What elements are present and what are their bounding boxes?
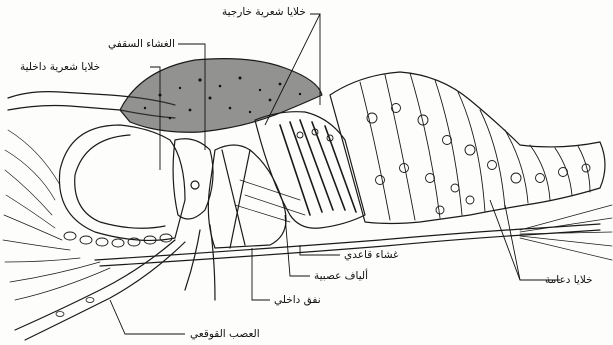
label-auditory-nerve: العصب القوقعي xyxy=(190,328,260,340)
left-fiber-striations xyxy=(3,130,110,300)
label-tectorial-membrane: الغشاء السقفي xyxy=(108,38,175,50)
outer-hair-cell-stripes xyxy=(280,120,356,215)
outer-hair-cells-region xyxy=(255,112,365,229)
label-basilar-membrane: غشاء قاعدي xyxy=(344,249,399,261)
label-inner-tunnel: نفق داخلي xyxy=(274,294,321,306)
floor-cells xyxy=(64,232,172,247)
inner-hair-cell xyxy=(173,139,213,219)
leader-lines xyxy=(110,14,560,334)
leader-supporting-cells xyxy=(490,200,560,280)
label-nerve-fibers: ألياف عصبية xyxy=(314,270,368,282)
label-inner-hair-cells: خلايا شعرية داخلية xyxy=(20,61,100,73)
nerve-bundle xyxy=(15,240,175,330)
supporting-cells-dome xyxy=(330,72,605,224)
inner-sulcus xyxy=(59,125,185,240)
label-supporting-cells: خلايا دعامة xyxy=(545,274,593,286)
leader-auditory-nerve xyxy=(110,300,185,334)
tectorial-membrane-shape xyxy=(120,59,322,133)
inner-tunnel xyxy=(208,145,286,248)
label-outer-hair-cells: خلايا شعرية خارجية xyxy=(222,6,306,18)
